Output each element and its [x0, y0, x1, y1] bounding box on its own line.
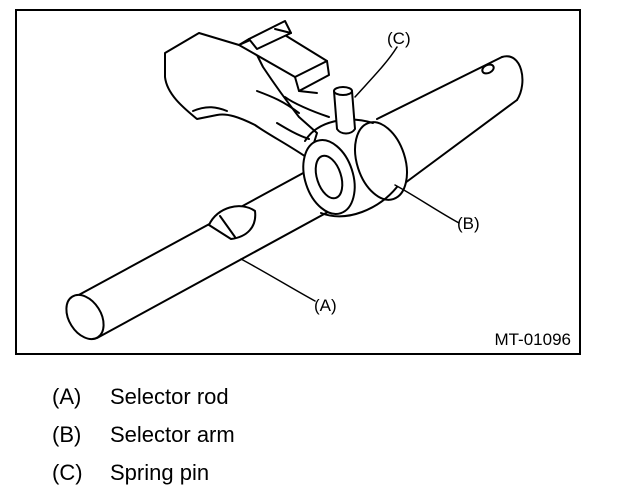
legend-item: (A) Selector rod — [52, 384, 235, 422]
legend-label: Selector rod — [110, 384, 229, 409]
leader-line-b — [394, 184, 460, 224]
selector-arm-lever — [164, 20, 330, 160]
selector-rod — [65, 55, 524, 341]
callout-c: (C) — [387, 29, 411, 48]
callout-b: (B) — [457, 214, 480, 233]
legend-label: Selector arm — [110, 422, 235, 447]
leader-line-a — [240, 258, 316, 302]
legend-item: (C) Spring pin — [52, 460, 235, 498]
figure-frame: (C) (B) (A) MT-01096 — [15, 9, 581, 355]
leader-lines — [240, 46, 460, 302]
spring-pin — [333, 86, 356, 135]
legend: (A) Selector rod (B) Selector arm (C) Sp… — [52, 384, 235, 498]
callout-a: (A) — [314, 296, 337, 315]
legend-code: (B) — [52, 422, 82, 447]
selector-arm-collar — [302, 118, 408, 218]
legend-code: (A) — [52, 384, 82, 409]
legend-label: Spring pin — [110, 460, 210, 485]
selector-assembly-illustration — [65, 20, 524, 341]
figure-id: MT-01096 — [494, 330, 571, 349]
leader-line-c — [354, 46, 398, 98]
legend-item: (B) Selector arm — [52, 422, 235, 460]
legend-code: (C) — [52, 460, 83, 485]
